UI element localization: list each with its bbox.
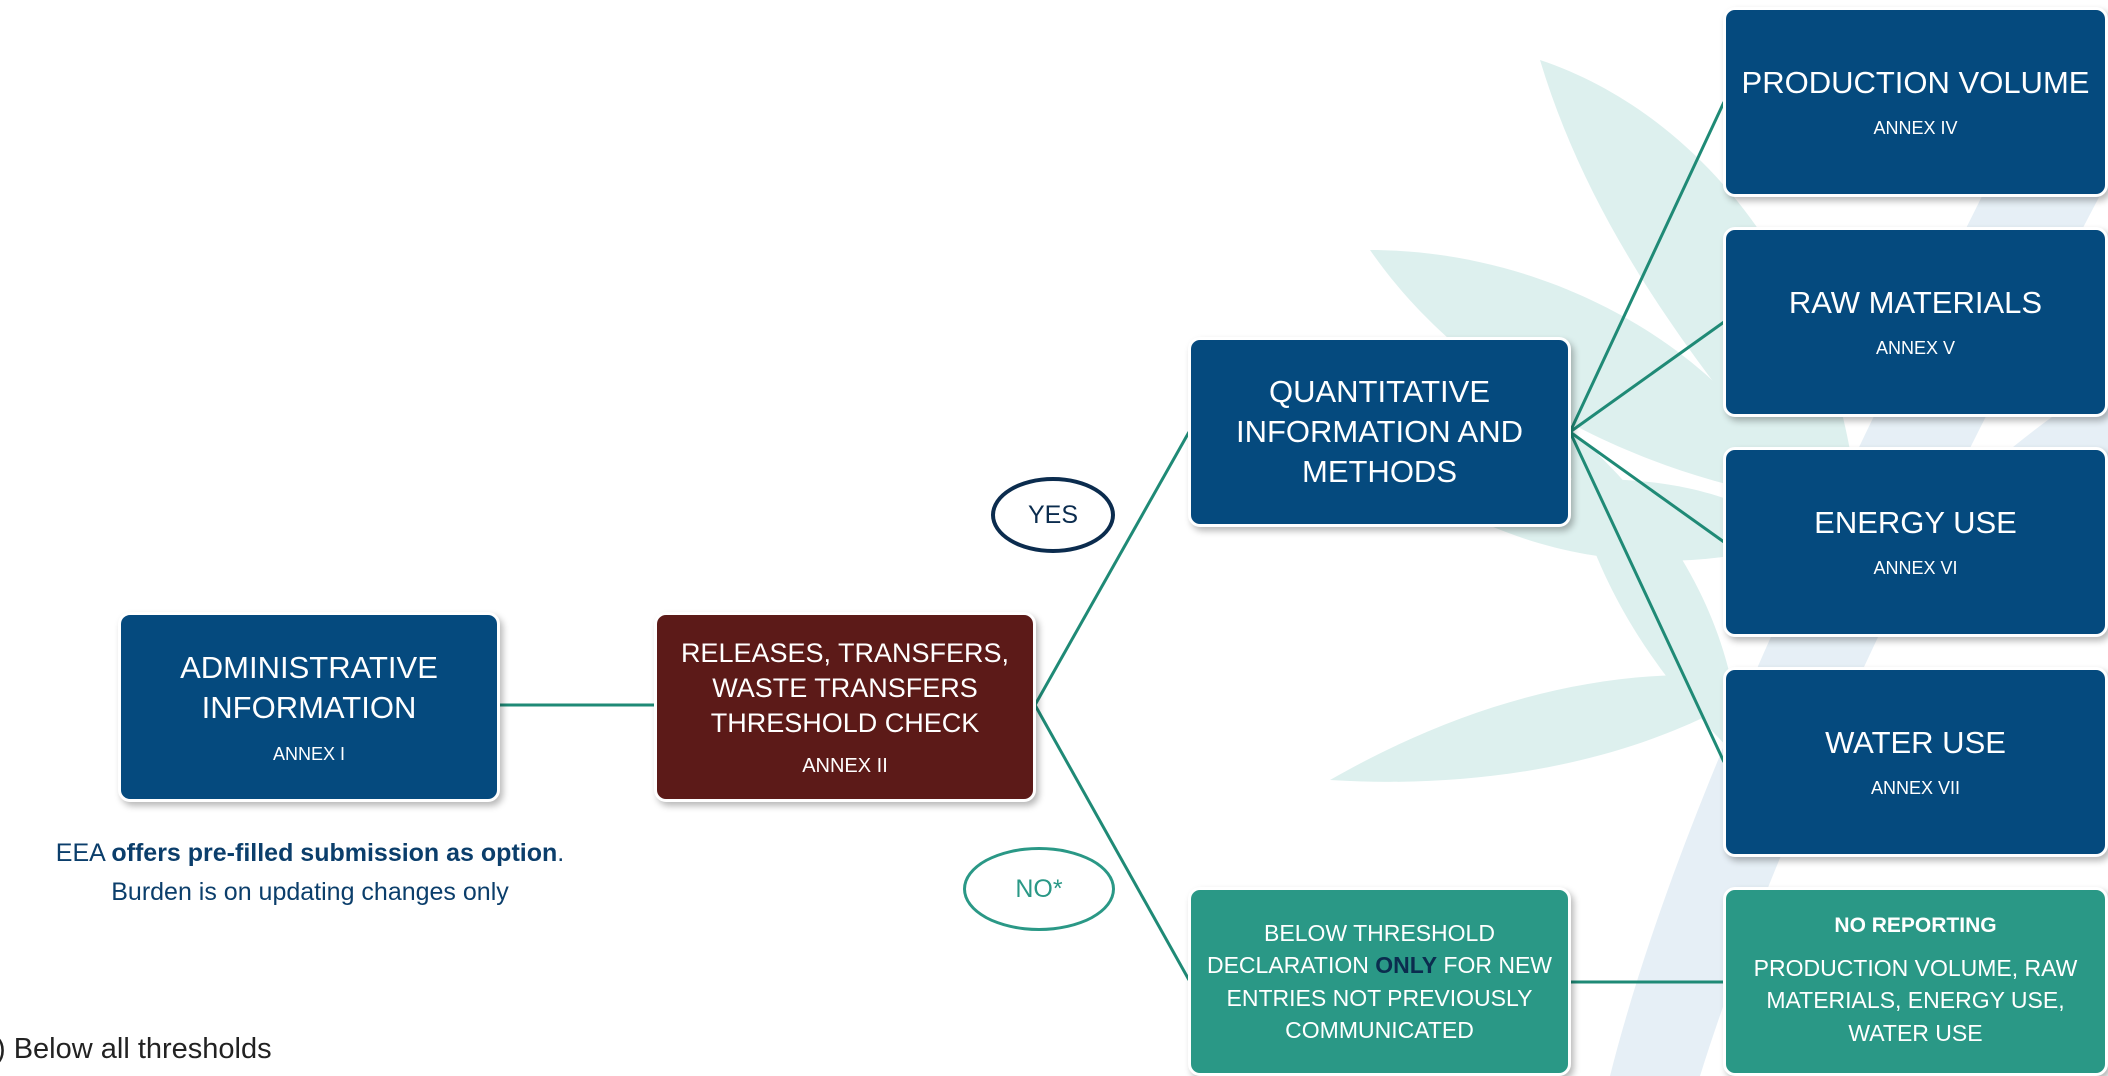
- note-line-1: EEA offers pre-filled submission as opti…: [0, 834, 620, 873]
- energy-use-box: ENERGY USE ANNEX VI: [1723, 447, 2108, 637]
- box-title: WATER USE: [1825, 725, 2006, 761]
- declaration-text-start: BELOW THRESHOLD DECLARATION: [1206, 920, 1495, 979]
- box-annex: ANNEX VI: [1873, 558, 1958, 579]
- declaration-text-end: FOR NEW ENTRIES NOT PREVIOUSLY COMMUNICA…: [1226, 952, 1553, 1043]
- pre-filled-note: EEA offers pre-filled submission as opti…: [0, 834, 620, 912]
- box-text: BELOW THRESHOLD DECLARATION ONLY FOR NEW…: [1201, 917, 1558, 1046]
- note-suffix: .: [557, 839, 565, 867]
- raw-materials-box: RAW MATERIALS ANNEX V: [1723, 227, 2108, 417]
- no-reporting-heading: NO REPORTING: [1834, 914, 1997, 938]
- box-title: QUANTITATIVE INFORMATION AND METHODS: [1235, 373, 1524, 490]
- box-title: PRODUCTION VOLUME: [1741, 65, 2090, 101]
- water-use-box: WATER USE ANNEX VII: [1723, 667, 2108, 857]
- footnote: ) Below all thresholds: [0, 1033, 272, 1065]
- note-bold: offers pre-filled submission as option: [111, 839, 558, 867]
- quantitative-information-box: QUANTITATIVE INFORMATION AND METHODS: [1188, 337, 1571, 527]
- box-title: ENERGY USE: [1814, 505, 2017, 541]
- note-line-2: Burden is on updating changes only: [111, 877, 509, 906]
- below-threshold-declaration-box: BELOW THRESHOLD DECLARATION ONLY FOR NEW…: [1188, 887, 1571, 1076]
- yes-label: YES: [991, 477, 1115, 553]
- connector-quant-raw: [1569, 320, 1725, 434]
- connector-releases-quantitative: [1033, 431, 1191, 706]
- note-prefix: EEA: [55, 839, 112, 867]
- connector-quant-water: [1568, 431, 1726, 763]
- production-volume-box: PRODUCTION VOLUME ANNEX IV: [1723, 7, 2108, 197]
- box-annex: ANNEX II: [802, 755, 888, 778]
- box-title: ADMINISTRATIVE INFORMATION: [180, 650, 438, 726]
- connector-releases-below: [1033, 704, 1191, 981]
- no-label: NO*: [963, 847, 1115, 931]
- box-annex: ANNEX VII: [1870, 778, 1961, 799]
- box-title: RAW MATERIALS: [1788, 285, 2043, 321]
- box-annex: ANNEX I: [272, 743, 346, 764]
- connector-quant-energy: [1569, 430, 1725, 544]
- administrative-information-box: ADMINISTRATIVE INFORMATION ANNEX I: [118, 612, 500, 802]
- declaration-highlight: ONLY: [1375, 952, 1438, 979]
- releases-threshold-box: RELEASES, TRANSFERS, WASTE TRANSFERS THR…: [654, 612, 1036, 802]
- box-annex: ANNEX IV: [1873, 118, 1958, 139]
- no-reporting-body: PRODUCTION VOLUME, RAW MATERIALS, ENERGY…: [1753, 955, 2078, 1046]
- box-annex: ANNEX V: [1875, 338, 1956, 359]
- connector-quant-production: [1568, 101, 1726, 433]
- box-title: RELEASES, TRANSFERS, WASTE TRANSFERS THR…: [680, 637, 1010, 739]
- no-reporting-box: NO REPORTING PRODUCTION VOLUME, RAW MATE…: [1723, 887, 2108, 1076]
